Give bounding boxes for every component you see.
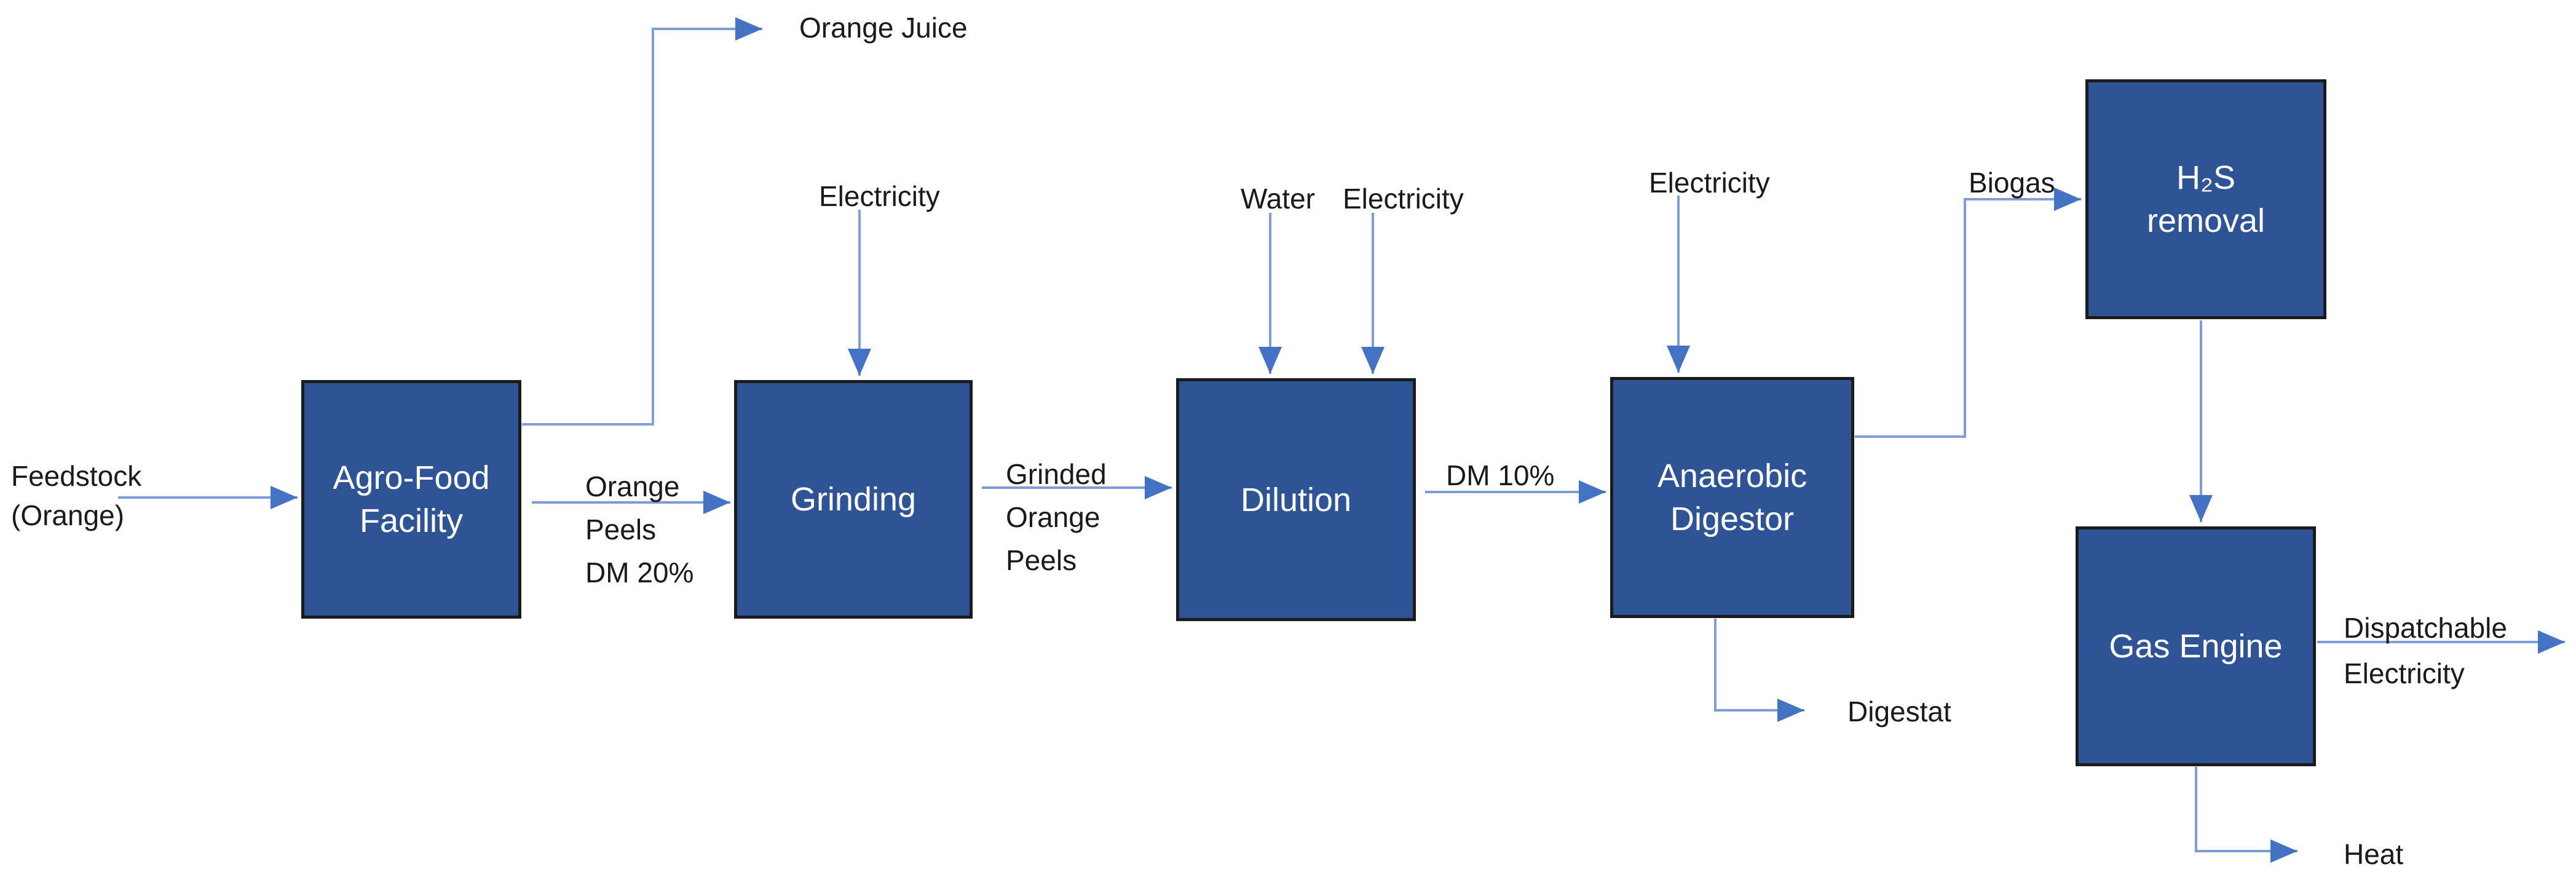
node-label-line: H₂S bbox=[2176, 159, 2235, 196]
node-dilution-label: Dilution bbox=[1241, 478, 1351, 521]
arrow-gas-engine-to-heat bbox=[2195, 767, 2297, 863]
label-line: Orange bbox=[1006, 501, 1100, 533]
label-line: Grinded bbox=[1006, 458, 1107, 490]
node-anaerobic-digestor: Anaerobic Digestor bbox=[1610, 377, 1854, 618]
label-digestat: Digestat bbox=[1847, 696, 1951, 727]
label-orange-juice: Orange Juice bbox=[799, 12, 968, 44]
node-agro-food-facility-label: Agro-Food Facility bbox=[333, 456, 489, 542]
node-label-line: Gas Engine bbox=[2109, 628, 2283, 665]
label-grinded-orange-peels: Grinded Orange Peels bbox=[1006, 453, 1107, 582]
node-label-line: Grinding bbox=[790, 481, 917, 518]
label-electricity-grinding: Electricity bbox=[819, 180, 940, 212]
label-biogas: Biogas bbox=[1969, 167, 2055, 199]
arrow-digestor-to-digestat bbox=[1714, 619, 1804, 722]
node-grinding-label: Grinding bbox=[791, 478, 916, 521]
label-dispatchable-electricity: Dispatchable Electricity bbox=[2344, 605, 2507, 696]
node-h2s-removal-label: H₂S removal bbox=[2147, 156, 2265, 242]
label-line: (Orange) bbox=[11, 499, 125, 531]
label-line: Peels bbox=[1006, 544, 1077, 576]
node-anaerobic-digestor-label: Anaerobic Digestor bbox=[1657, 454, 1807, 541]
node-label-line: Dilution bbox=[1240, 481, 1352, 518]
label-water: Water bbox=[1241, 183, 1315, 215]
label-line: Peels bbox=[585, 513, 657, 545]
label-line: Orange bbox=[585, 470, 680, 502]
label-line: DM 20% bbox=[585, 557, 694, 589]
node-dilution: Dilution bbox=[1176, 378, 1416, 621]
node-label-line: Digestor bbox=[1670, 501, 1795, 537]
label-line: Electricity bbox=[2344, 657, 2465, 689]
label-line: Feedstock bbox=[11, 460, 142, 492]
label-electricity-digestor: Electricity bbox=[1649, 167, 1770, 199]
node-label-line: removal bbox=[2146, 202, 2266, 239]
node-h2s-removal: H₂S removal bbox=[2085, 79, 2326, 319]
node-label-line: Facility bbox=[359, 502, 463, 539]
node-label-line: Anaerobic bbox=[1657, 458, 1808, 494]
node-label-line: Agro-Food bbox=[333, 459, 490, 496]
node-agro-food-facility: Agro-Food Facility bbox=[301, 380, 521, 619]
label-feedstock: Feedstock (Orange) bbox=[11, 456, 141, 535]
node-grinding: Grinding bbox=[734, 380, 973, 619]
label-electricity-dilution: Electricity bbox=[1343, 183, 1464, 215]
label-line: Dispatchable bbox=[2344, 612, 2507, 644]
label-heat: Heat bbox=[2344, 838, 2404, 870]
node-gas-engine: Gas Engine bbox=[2076, 526, 2316, 766]
arrow-digestor-to-h2s-biogas bbox=[1855, 188, 2081, 438]
node-gas-engine-label: Gas Engine bbox=[2109, 625, 2282, 668]
label-orange-peels-dm20: Orange Peels DM 20% bbox=[585, 465, 693, 594]
arrow-agrofood-to-orange-juice bbox=[522, 17, 762, 426]
label-dm-10: DM 10% bbox=[1446, 459, 1555, 491]
